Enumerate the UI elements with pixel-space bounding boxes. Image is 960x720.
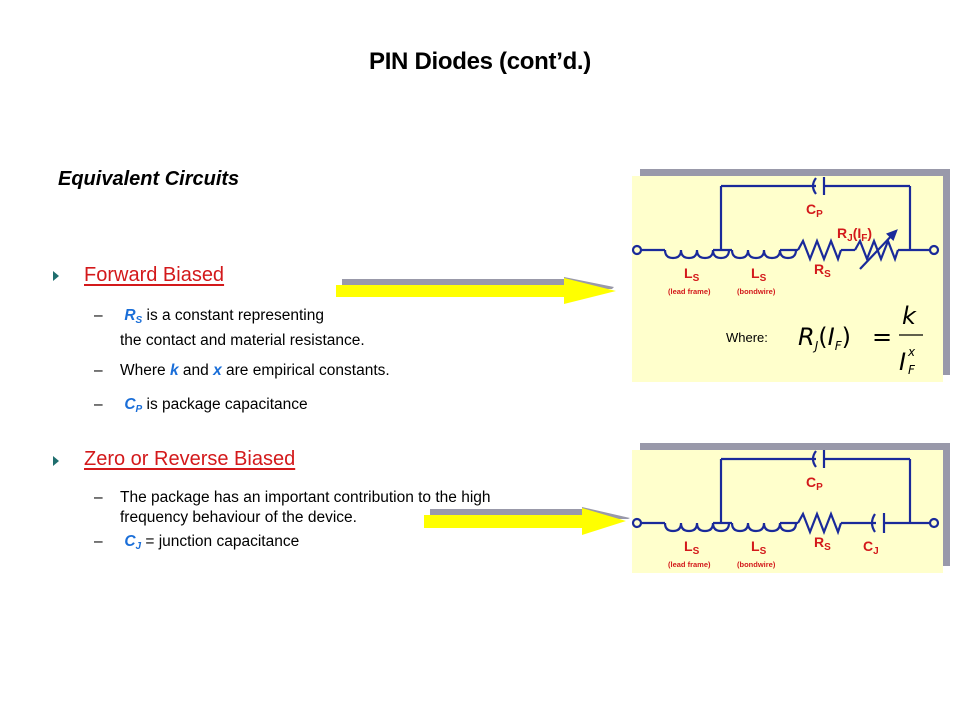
slide-title: PIN Diodes (cont’d.)	[368, 48, 591, 75]
symbol-cp: CP	[124, 396, 143, 415]
terminal-right	[928, 517, 940, 529]
capacitor-cp	[811, 450, 817, 468]
capacitor-cj	[870, 513, 876, 533]
reverse-biased-heading: Zero or Reverse Biased	[84, 448, 296, 470]
svg-text:F: F	[908, 363, 916, 377]
label-rs: RS	[814, 534, 831, 553]
dash: –	[94, 489, 103, 506]
inductor-lead-frame	[663, 522, 731, 533]
forward-biased-heading: Forward Biased	[84, 264, 225, 286]
arrow-body	[336, 278, 616, 304]
label-ls1-note: (lead frame)	[668, 287, 711, 296]
label-rj: RJ(IF)	[837, 225, 872, 244]
reverse-item-package: – The package has an important contribut…	[94, 489, 491, 526]
inductor-bondwire	[730, 522, 798, 533]
svg-text:=: =	[872, 323, 892, 351]
inductor-lead-frame	[663, 249, 731, 260]
svg-text:RJ(IF): RJ(IF)	[798, 323, 851, 353]
label-cp: CP	[806, 474, 823, 493]
dash: –	[94, 396, 103, 413]
label-ls1: LS	[684, 538, 700, 557]
terminal-right	[928, 244, 940, 256]
dash: –	[94, 533, 103, 550]
forward-item-rs: – RS is a constant representing the cont…	[94, 307, 365, 349]
dash: –	[94, 307, 103, 324]
resistor-rs	[797, 510, 843, 536]
pointer-arrow	[422, 506, 637, 538]
terminal-left	[631, 244, 643, 256]
symbol-cj: CJ	[124, 533, 142, 552]
bullet-arrow-icon	[53, 271, 59, 281]
label-ls2: LS	[751, 538, 767, 557]
where-label: Where:	[726, 330, 768, 345]
forward-item-cp: – CP is package capacitance	[94, 396, 308, 415]
label-rs: RS	[814, 261, 831, 280]
arrow-body	[424, 508, 626, 535]
label-ls2-note: (bondwire)	[737, 287, 776, 296]
reverse-circuit-box: CP RS CJ LS (lead frame) LS (bondwire)	[631, 450, 943, 573]
label-cp: CP	[806, 201, 823, 220]
label-ls1-note: (lead frame)	[668, 560, 711, 569]
resistor-rs	[797, 237, 843, 263]
svg-text:I: I	[899, 348, 906, 376]
reverse-item-cj: – CJ = junction capacitance	[94, 533, 300, 552]
pointer-arrow	[334, 275, 634, 307]
svg-text:x: x	[907, 345, 916, 359]
inductor-bondwire	[730, 249, 798, 260]
label-ls2-note: (bondwire)	[737, 560, 776, 569]
dash: –	[94, 362, 103, 379]
label-ls1: LS	[684, 265, 700, 284]
section-heading: Equivalent Circuits	[58, 168, 240, 190]
terminal-left	[631, 517, 643, 529]
label-ls2: LS	[751, 265, 767, 284]
symbol-rs: RS	[124, 307, 143, 326]
formula-rj: RJ(IF) = k I x F	[798, 302, 923, 377]
svg-text:k: k	[902, 302, 917, 330]
forward-circuit-box: CP RJ(IF) RS LS (lead frame) LS (bondwir…	[631, 176, 943, 382]
capacitor-cp	[811, 177, 817, 195]
bullet-arrow-icon	[53, 456, 59, 466]
forward-item-constants: – Where k and x are empirical constants.	[94, 362, 390, 379]
label-cj: CJ	[863, 538, 879, 557]
